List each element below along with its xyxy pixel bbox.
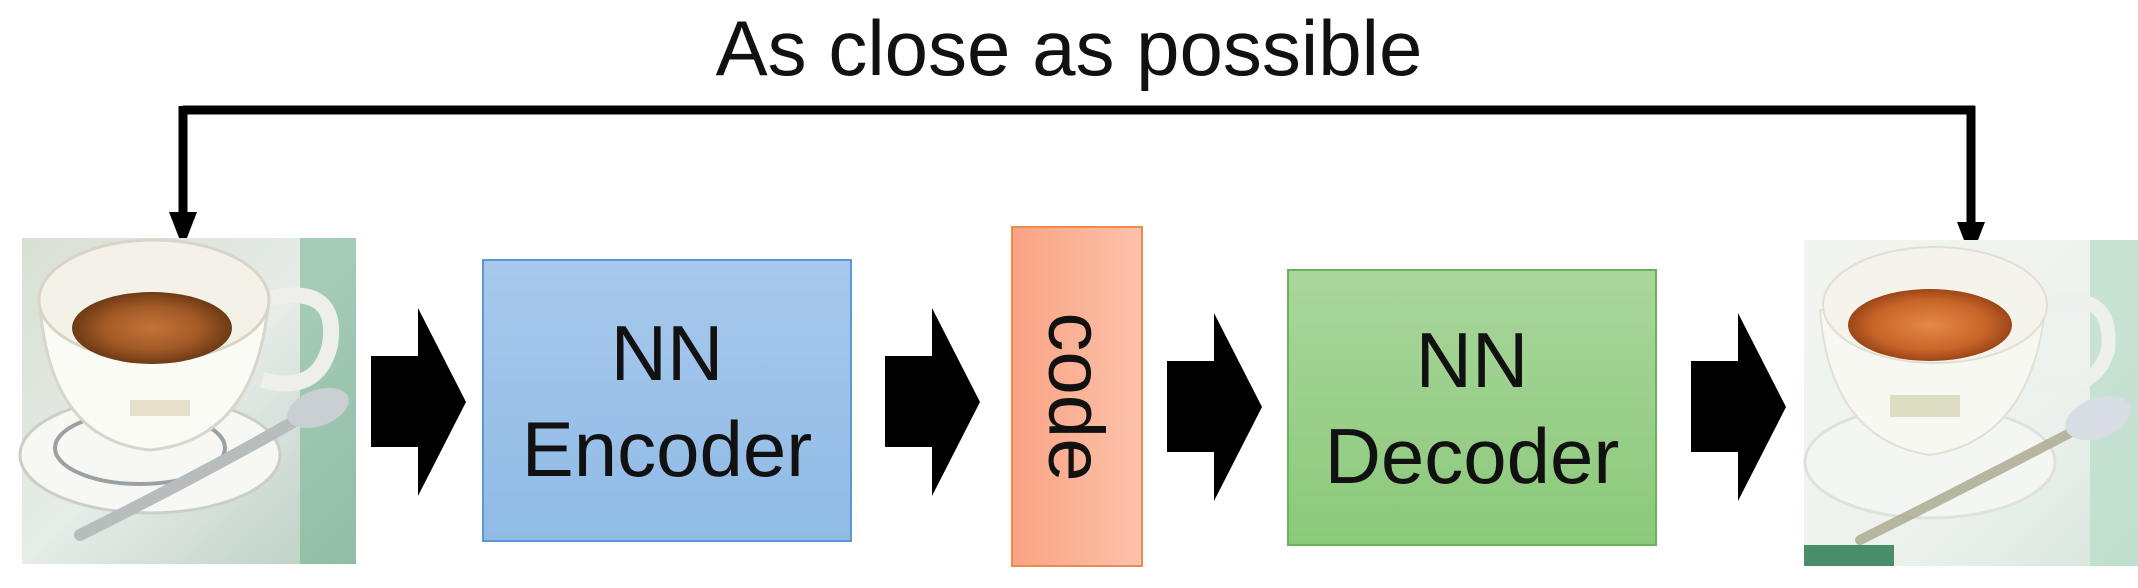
decoder-label-line2: Decoder: [1324, 411, 1620, 500]
code-label: code: [1033, 311, 1122, 482]
feedback-connector: [169, 105, 1985, 258]
encoder-label-line1: NN: [610, 308, 724, 397]
flow-arrow-input-to-encoder: [371, 308, 466, 496]
nn-encoder-box: NN Encoder: [482, 259, 852, 542]
input-image: [18, 238, 356, 564]
flow-arrow-decoder-to-output: [1691, 313, 1786, 501]
code-box: code: [1011, 226, 1143, 567]
decoder-label-line1: NN: [1415, 315, 1529, 404]
output-image: [1803, 240, 2138, 566]
encoder-label-line2: Encoder: [521, 404, 813, 493]
flow-arrow-encoder-to-code: [885, 308, 980, 496]
flow-arrow-code-to-decoder: [1167, 313, 1262, 501]
diagram-title: As close as possible: [715, 4, 1423, 92]
nn-decoder-box: NN Decoder: [1287, 269, 1657, 546]
feedback-left-arrowhead: [169, 212, 197, 248]
